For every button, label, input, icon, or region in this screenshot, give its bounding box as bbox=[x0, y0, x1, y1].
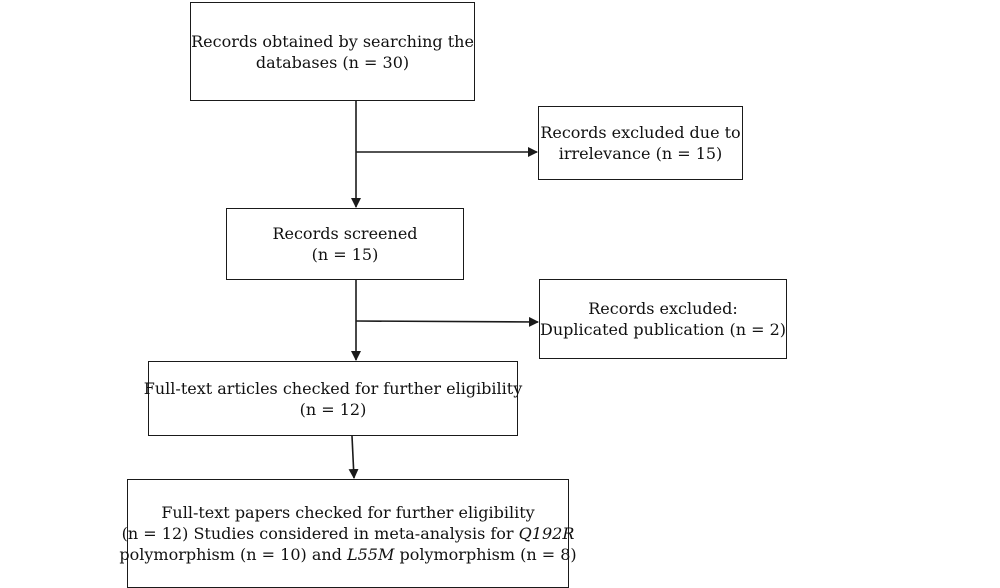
arrow-to-excluded-duplicated bbox=[355, 316, 539, 327]
arrow-fulltext-to-papers bbox=[348, 435, 359, 479]
fulltext-articles-line2: (n = 12) bbox=[299, 399, 367, 419]
fulltext-papers-line3: polymorphism (n = 10) and L55M polymorph… bbox=[119, 544, 576, 565]
records-obtained-box: Records obtained by searching the databa… bbox=[190, 2, 475, 101]
excluded-duplicated-box: Records excluded: Duplicated publication… bbox=[539, 279, 787, 359]
records-screened-line1: Records screened bbox=[272, 224, 418, 243]
l55m-label: L55M bbox=[347, 545, 395, 564]
excluded-irrelevance-line1: Records excluded due to bbox=[540, 123, 741, 142]
records-obtained-line1: Records obtained by searching the bbox=[191, 31, 474, 51]
excluded-irrelevance-line2: irrelevance (n = 15) bbox=[558, 144, 723, 163]
records-obtained-line2: databases (n = 30) bbox=[255, 52, 410, 72]
records-screened-line2: (n = 15) bbox=[311, 245, 379, 264]
excluded-duplicated-line2: Duplicated publication (n = 2) bbox=[540, 320, 786, 339]
fulltext-papers-box: Full-text papers checked for further eli… bbox=[119, 479, 577, 588]
q192r-label: Q192R bbox=[518, 524, 575, 543]
fulltext-papers-line3-text-a: polymorphism (n = 10) and bbox=[119, 545, 347, 564]
records-screened-box: Records screened (n = 15) bbox=[226, 208, 464, 280]
fulltext-articles-box: Full-text articles checked for further e… bbox=[144, 361, 522, 436]
fulltext-papers-line2: (n = 12) Studies considered in meta-anal… bbox=[122, 523, 575, 544]
fulltext-papers-line1: Full-text papers checked for further eli… bbox=[161, 503, 535, 522]
fulltext-papers-line3-text-c: polymorphism (n = 8) bbox=[394, 545, 577, 564]
fulltext-articles-line1: Full-text articles checked for further e… bbox=[143, 378, 523, 398]
excluded-irrelevance-box: Records excluded due to irrelevance (n =… bbox=[538, 106, 743, 180]
fulltext-papers-line2-text: (n = 12) Studies considered in meta-anal… bbox=[121, 524, 519, 543]
excluded-duplicated-line1: Records excluded: bbox=[588, 299, 738, 318]
